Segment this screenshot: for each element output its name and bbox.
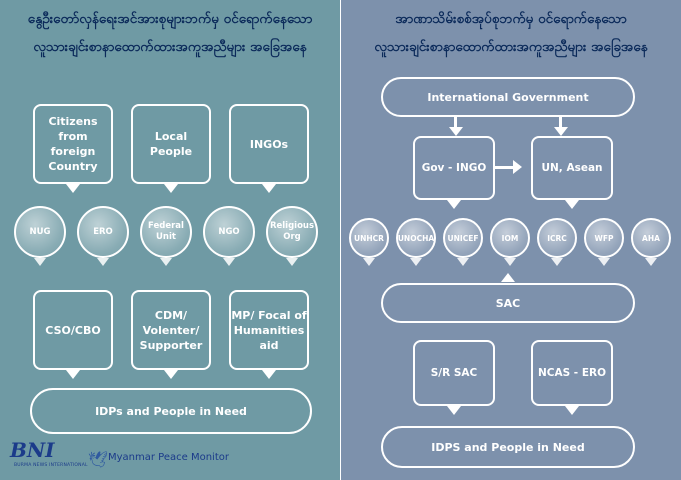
box-citizens-foreign: Citizens from foreign Country (33, 104, 113, 184)
circle-religious-org: Religious Org (266, 206, 318, 258)
right-title-line1: အာဏာသိမ်းစစ်အုပ်စုဘက်မှ ဝင်ရောက်နေသော (395, 11, 627, 27)
pill-international-government: International Government (381, 77, 635, 117)
circle-unicef: UNICEF (443, 218, 483, 258)
circle-iom: IOM (490, 218, 530, 258)
box-cdm-volenter-supporter: CDM/ Volenter/ Supporter (131, 290, 211, 370)
arrow-down-icon (66, 370, 80, 379)
circle-federal-unit: Federal Unit (140, 206, 192, 258)
pill-idps-people-in-need: IDPs and People in Need (30, 388, 312, 434)
arrow-right-icon (513, 160, 522, 174)
pin-icon (598, 258, 610, 266)
left-title-line2: လူသားချင်းစာနာထောက်ထားအကူအညီများ အခြေအနေ (33, 39, 307, 55)
circle-unocha: UNOCHA (396, 218, 436, 258)
left-panel: နွေဦးတော်လှန်ရေးအင်အားစုများဘက်မှ ဝင်ရော… (0, 0, 340, 480)
circle-ngo: NGO (203, 206, 255, 258)
arrow-down-icon (447, 406, 461, 415)
right-panel: အာဏာသိမ်းစစ်အုပ်စုဘက်မှ ဝင်ရောက်နေသော လူ… (341, 0, 681, 480)
arrow-down-icon (164, 370, 178, 379)
arrow-down-icon (449, 127, 463, 136)
right-title-line2: လူသားချင်းစာနာထောက်ထားအကူအညီများ အခြေအနေ (374, 39, 648, 55)
box-cso-cbo: CSO/CBO (33, 290, 113, 370)
connector-line (495, 166, 513, 169)
circle-aha: AHA (631, 218, 671, 258)
arrow-down-icon (565, 406, 579, 415)
mpm-logo-text: Myanmar Peace Monitor (108, 452, 229, 463)
arrow-down-icon (447, 200, 461, 209)
circle-unhcr: UNHCR (349, 218, 389, 258)
dove-icon: 🕊 (88, 450, 109, 469)
pin-icon (286, 258, 298, 266)
pin-icon (160, 258, 172, 266)
box-ingos: INGOs (229, 104, 309, 184)
pill-sac: SAC (381, 283, 635, 323)
pin-icon (410, 258, 422, 266)
box-mp-focal: MP/ Focal of Humanities aid (229, 290, 309, 370)
pin-icon (363, 258, 375, 266)
circle-nug: NUG (14, 206, 66, 258)
pin-icon (34, 258, 46, 266)
circle-ero: ERO (77, 206, 129, 258)
pin-icon (551, 258, 563, 266)
arrow-up-icon (501, 273, 515, 282)
arrow-down-icon (554, 127, 568, 136)
box-un-asean: UN, Asean (531, 136, 613, 200)
box-gov-ingo: Gov - INGO (413, 136, 495, 200)
circle-icrc: ICRC (537, 218, 577, 258)
pin-icon (97, 258, 109, 266)
arrow-down-icon (164, 184, 178, 193)
bni-logo: BNI (10, 438, 55, 462)
box-local-people: Local People (131, 104, 211, 184)
connector-line (454, 117, 457, 127)
arrow-down-icon (262, 370, 276, 379)
left-title-line1: နွေဦးတော်လှန်ရေးအင်အားစုများဘက်မှ ဝင်ရော… (27, 11, 313, 27)
arrow-down-icon (262, 184, 276, 193)
arrow-down-icon (66, 184, 80, 193)
pin-icon (504, 258, 516, 266)
box-ncas-ero: NCAS - ERO (531, 340, 613, 406)
pin-icon (223, 258, 235, 266)
pin-icon (645, 258, 657, 266)
connector-line (559, 117, 562, 127)
pin-icon (457, 258, 469, 266)
bni-logo-subtitle: BURMA NEWS INTERNATIONAL (14, 463, 88, 468)
arrow-down-icon (565, 200, 579, 209)
circle-wfp: WFP (584, 218, 624, 258)
pill-idps-people-in-need-right: IDPS and People in Need (381, 426, 635, 468)
box-sr-sac: S/R SAC (413, 340, 495, 406)
